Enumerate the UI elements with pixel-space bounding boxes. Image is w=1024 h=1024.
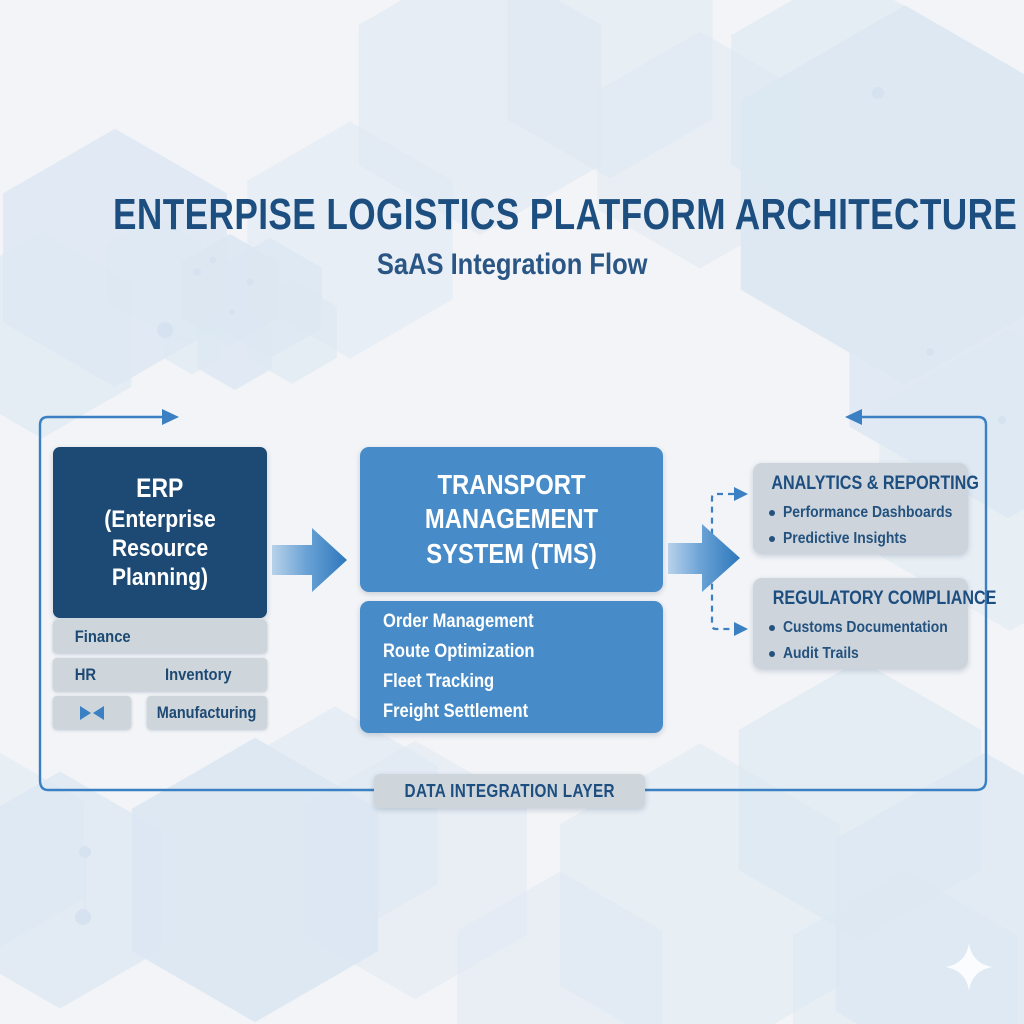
tms-feature-list: Order Management Route Optimization Flee… [360,607,663,727]
data-integration-layer-label: DATA INTEGRATION LAYER [374,774,645,808]
page-subtitle: SaAS Integration Flow [0,248,1024,282]
tms-header-box: TRANSPORT MANAGEMENT SYSTEM (TMS) [360,447,663,592]
analytics-reporting-card: ANALYTICS & REPORTING Performance Dashbo… [753,463,979,554]
analytics-title: ANALYTICS & REPORTING [771,473,979,494]
twin-triangles-icon [80,705,104,720]
erp-subtitle: (Enterprise Resource Planning) [104,505,216,592]
compliance-item: Customs Documentation [769,615,968,641]
tms-feature-item: Order Management [383,611,534,632]
page-title: ENTERPISE LOGISTICS PLATFORM ARCHITECTUR… [0,190,1024,240]
bullet-dot-icon [769,536,775,542]
dashed-branch-connector [710,492,734,631]
branch-arrowhead-bottom-icon [734,622,748,636]
tms-feature-item: Freight Settlement [383,701,529,722]
loop-arrowhead-left-icon [845,409,862,425]
regulatory-compliance-card: REGULATORY COMPLIANCE Customs Documentat… [753,578,997,669]
erp-title: ERP [136,473,184,504]
tms-feature-item: Route Optimization [383,641,535,662]
compliance-item-list: Customs Documentation Audit Trails [753,615,968,667]
erp-module-hr-inventory: HR Inventory [53,658,267,691]
erp-module-manufacturing: Manufacturing [147,696,267,729]
page-title-text: ENTERPISE LOGISTICS PLATFORM ARCHITECTUR… [113,190,1018,239]
bullet-dot-icon [769,510,775,516]
tms-feature-item: Fleet Tracking [383,671,495,692]
loop-arrowhead-right-icon [162,409,179,425]
branch-arrowhead-top-icon [734,487,748,501]
erp-module-hr: HR [74,664,97,684]
tms-title: TRANSPORT MANAGEMENT SYSTEM (TMS) [424,469,599,569]
erp-box: ERP (Enterprise Resource Planning) [53,447,267,618]
bullet-dot-icon [769,625,775,631]
analytics-item: Predictive Insights [769,526,968,552]
erp-module-icon-cell [53,696,131,729]
erp-to-tms-arrow [272,528,347,592]
bullet-dot-icon [769,651,775,657]
analytics-item: Performance Dashboards [769,500,968,526]
compliance-title: REGULATORY COMPLIANCE [772,588,997,609]
tms-features-box: Order Management Route Optimization Flee… [360,601,663,733]
tms-to-outputs-arrow [668,524,740,592]
compliance-item: Audit Trails [769,641,968,667]
analytics-item-list: Performance Dashboards Predictive Insigh… [753,500,968,552]
sparkle-icon [945,943,993,991]
page-subtitle-text: SaAS Integration Flow [376,248,648,281]
erp-module-inventory: Inventory [165,664,232,684]
erp-module-finance: Finance [53,620,267,653]
